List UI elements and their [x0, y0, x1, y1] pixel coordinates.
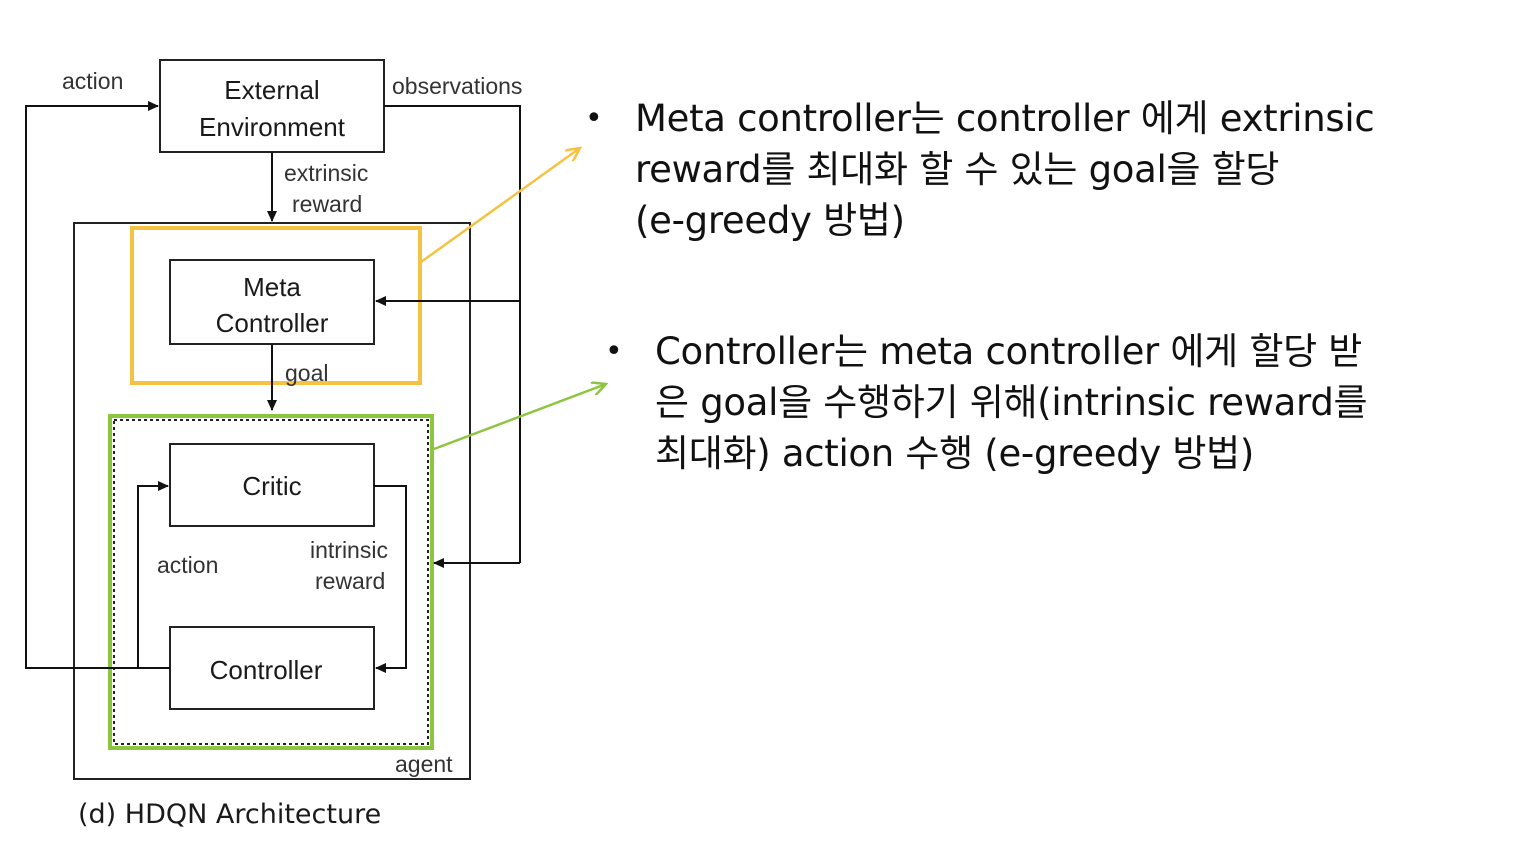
meta-callout-arrow — [420, 148, 580, 264]
bullet-text-line: 최대화) action 수행 (e-greedy 방법) — [655, 432, 1255, 475]
meta-controller-label-1: Meta — [243, 272, 301, 302]
bullet-text-line: Controller는 meta controller 에게 할당 받 — [655, 330, 1363, 373]
controller-callout-arrow — [433, 384, 606, 451]
external-environment-box — [159, 59, 385, 153]
controller-label: Controller — [210, 655, 323, 685]
critic-label: Critic — [242, 471, 301, 501]
bullet-text-line: Meta controller는 controller 에게 extrinsic — [635, 97, 1375, 140]
action-inner-label: action — [157, 552, 218, 578]
external-environment-label-2: Environment — [199, 112, 346, 142]
inner-action-arrow — [137, 481, 170, 669]
intrinsic-label: intrinsic — [310, 537, 388, 563]
meta-controller-box — [169, 259, 375, 345]
controller-box — [169, 626, 375, 710]
observations-label: observations — [392, 73, 522, 99]
action-top-label: action — [62, 68, 123, 94]
agent-label: agent — [395, 751, 453, 777]
meta-controller-label-2: Controller — [216, 308, 329, 338]
observations-line — [384, 105, 521, 563]
agent-box — [73, 222, 471, 780]
intrinsic-reward-label: reward — [315, 568, 385, 594]
controller-dotted-box — [113, 419, 429, 745]
bullet-item-controller: • Controller는 meta controller 에게 할당 받 은 … — [605, 326, 1505, 479]
bullet-text-line: (e-greedy 방법) — [635, 199, 905, 242]
meta-controller-highlight — [130, 226, 422, 385]
bullet-dot: • — [585, 101, 603, 136]
intrinsic-reward-arrow — [374, 485, 407, 673]
bullet-dot: • — [605, 334, 623, 369]
critic-box — [169, 443, 375, 527]
bullet-text-line: reward를 최대화 할 수 있는 goal을 할당 — [635, 148, 1280, 191]
extrinsic-label: extrinsic — [284, 160, 368, 186]
diagram-caption: (d) HDQN Architecture — [78, 799, 381, 830]
bullet-text-line: 은 goal을 수행하기 위해(intrinsic reward를 — [655, 381, 1368, 424]
action-loop-arrow — [25, 101, 170, 669]
external-environment-label-1: External — [224, 75, 319, 105]
controller-highlight — [108, 414, 434, 750]
goal-label: goal — [285, 360, 328, 386]
bullet-item-meta-controller: • Meta controller는 controller 에게 extrins… — [585, 93, 1505, 246]
extrinsic-reward-label: reward — [292, 191, 362, 217]
